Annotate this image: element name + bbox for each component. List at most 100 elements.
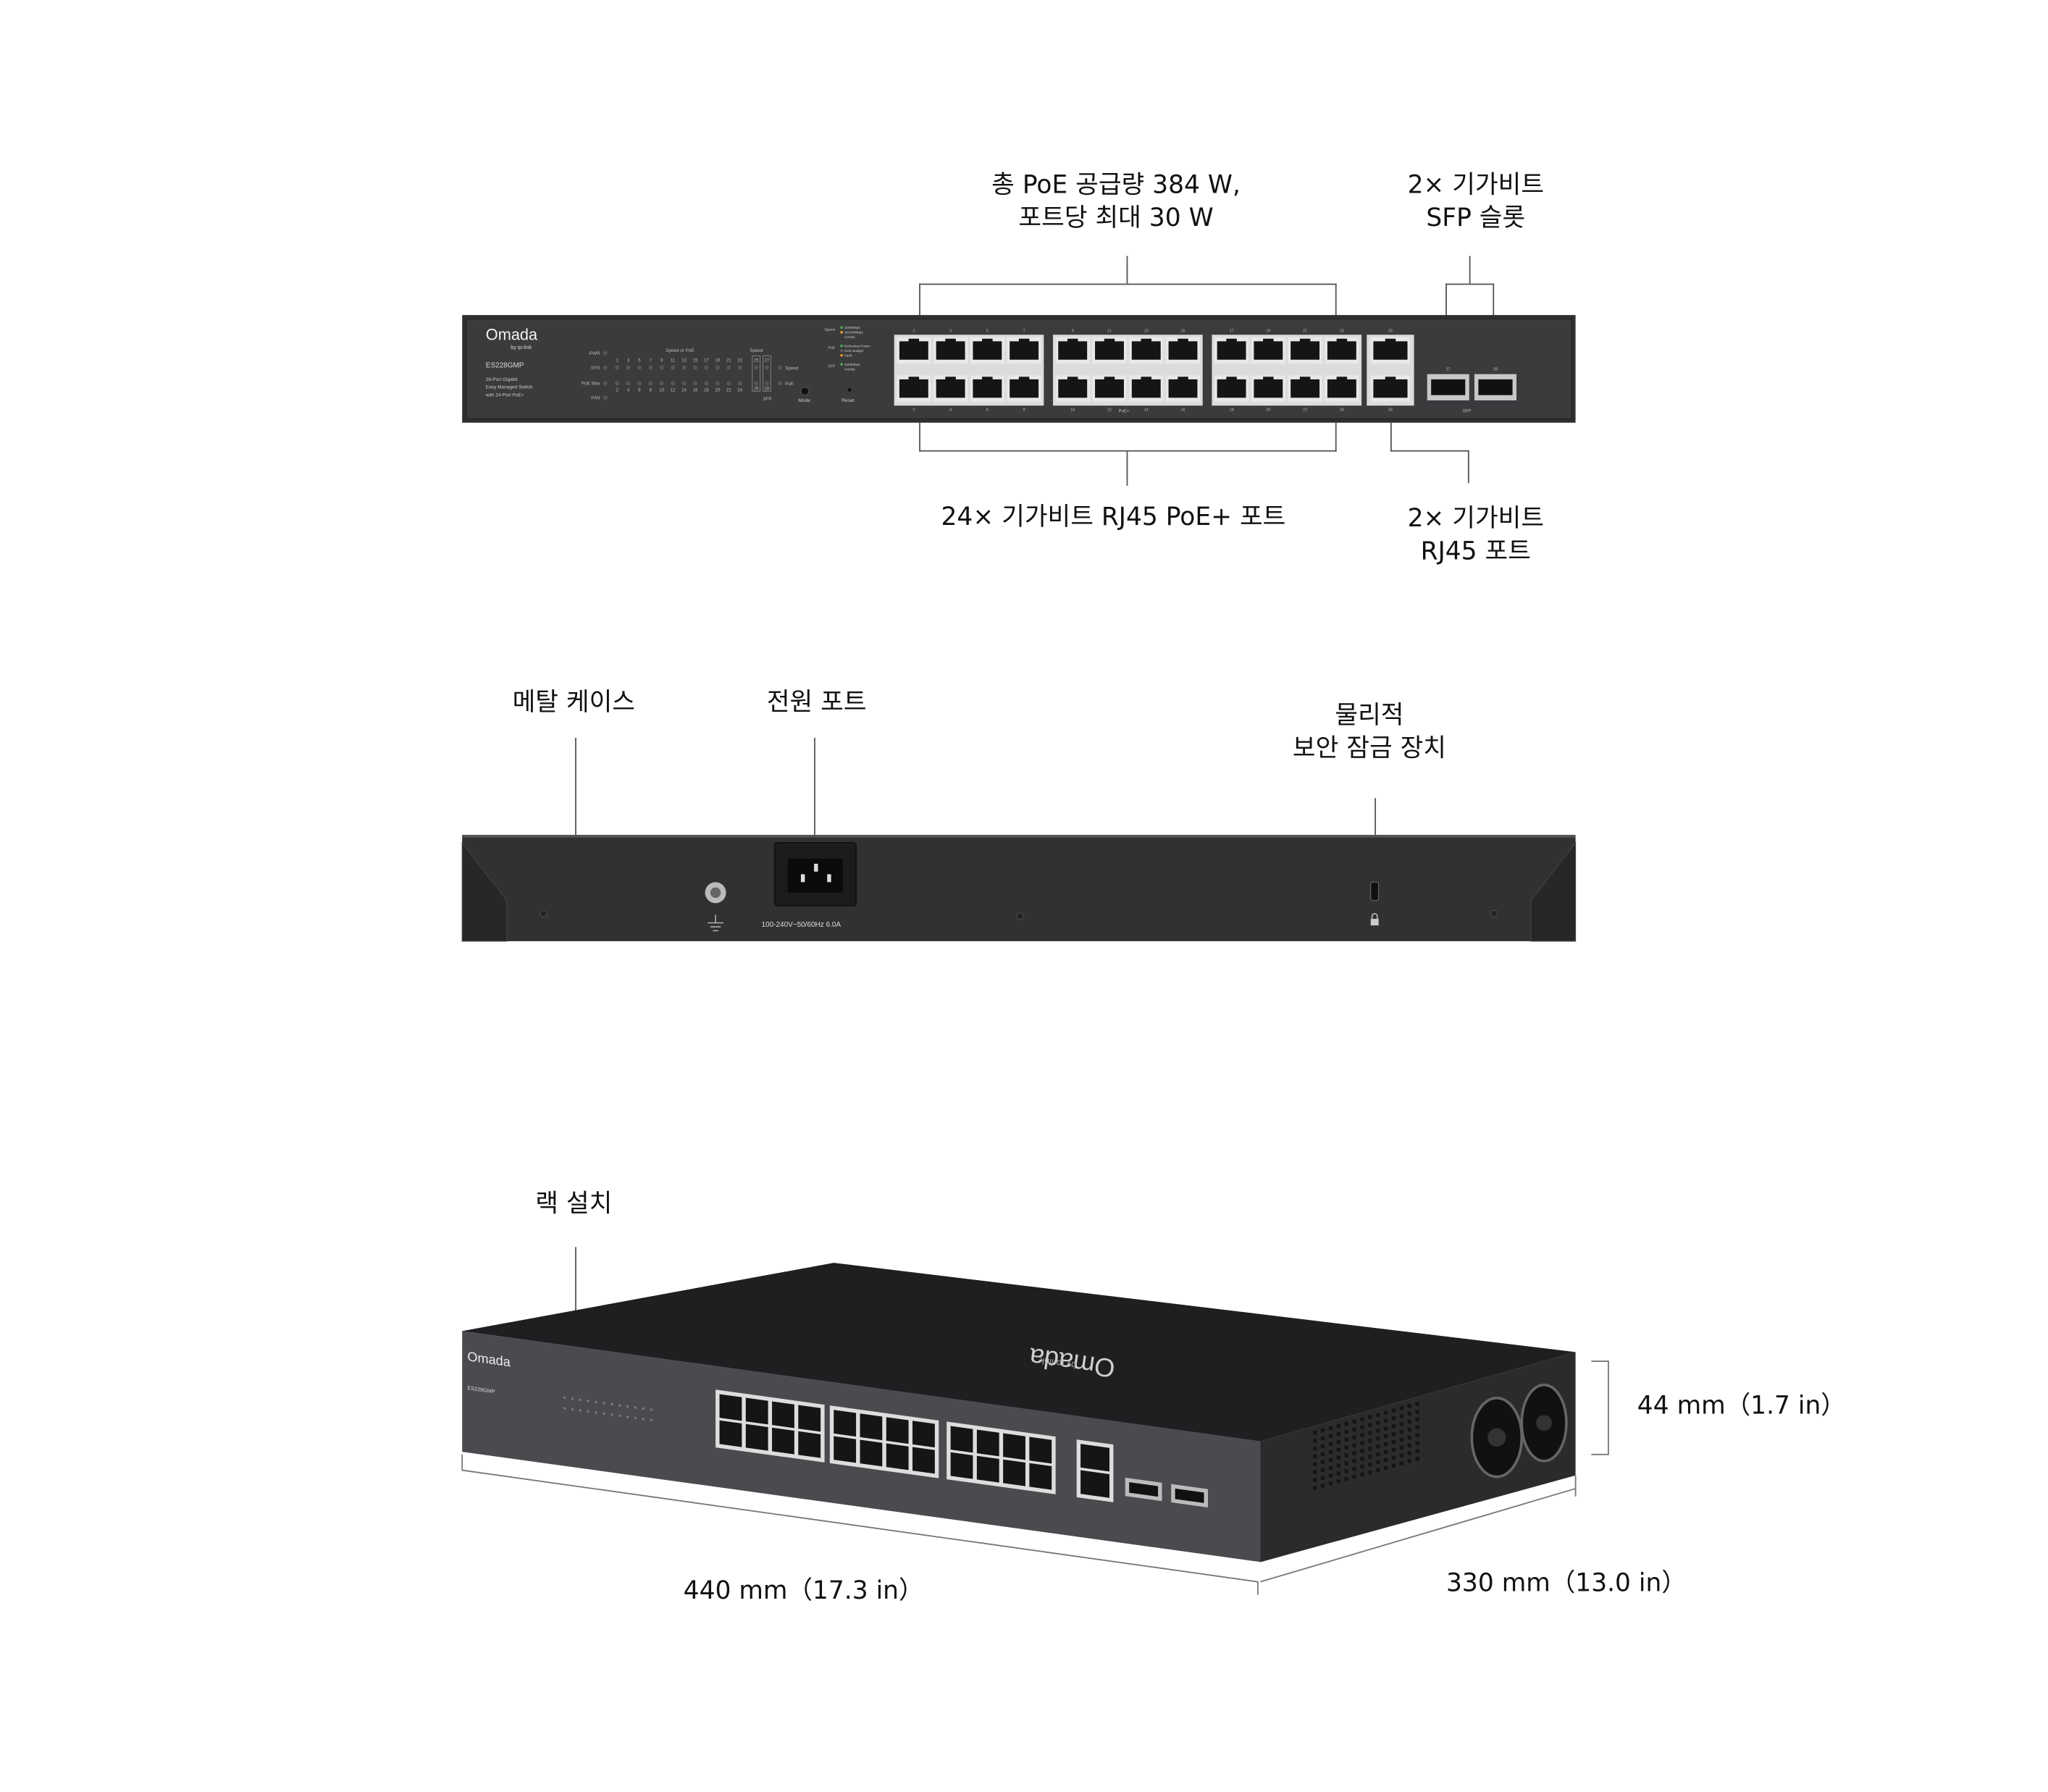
rack-mount-callout: 랙 설치	[535, 1189, 613, 1219]
callout-line	[575, 737, 576, 836]
legend-led	[840, 363, 843, 366]
rj45-port-3d	[798, 1431, 821, 1458]
led-number: 21	[726, 358, 731, 363]
power-port-callout: 전원 포트	[766, 688, 867, 717]
front-face-3d: Omada ES228GMP	[462, 1331, 1261, 1562]
vent-hole	[1391, 1455, 1396, 1460]
rj45-port-3d	[976, 1455, 999, 1483]
vent-hole	[1383, 1442, 1388, 1447]
port-led-3d	[618, 1414, 621, 1418]
port-led-3d	[634, 1416, 637, 1420]
vent-hole	[1391, 1424, 1396, 1429]
led-number: 25	[754, 358, 759, 363]
vent-hole	[1352, 1467, 1356, 1471]
rj45-port-latch	[1226, 377, 1237, 381]
sfp-slot-opening	[1431, 379, 1466, 395]
rj45-ports-callout: 2× 기가비트 RJ45 포트	[1408, 502, 1544, 568]
vent-hole	[1376, 1421, 1380, 1425]
vent-hole	[1352, 1459, 1356, 1463]
rj45-port-latch	[1178, 377, 1188, 381]
vent-hole	[1368, 1447, 1372, 1451]
vent-hole	[1407, 1435, 1411, 1440]
led-number: 9	[660, 358, 663, 363]
brand-sub: by tp-link	[511, 344, 532, 350]
rj45-port-socket	[1168, 379, 1198, 398]
vent-hole	[1399, 1437, 1404, 1442]
security-lock-slot[interactable]	[1370, 881, 1380, 901]
port-led-3d	[563, 1407, 566, 1410]
vent-hole	[1328, 1473, 1333, 1478]
port-number: 6	[986, 408, 989, 412]
port-led	[754, 381, 759, 386]
reset-button[interactable]	[847, 387, 852, 392]
legend-item: Over Budget	[844, 349, 864, 353]
port-led-3d	[650, 1418, 653, 1422]
description-line: 28-Port Gigabit	[486, 377, 518, 382]
screw-icon	[1490, 909, 1498, 917]
rj45-port-3d	[772, 1401, 794, 1429]
vent-hole	[1376, 1468, 1380, 1473]
mode-button[interactable]	[800, 387, 810, 396]
rj45-port-socket	[1131, 379, 1161, 398]
vent-hole	[1368, 1462, 1372, 1467]
poe-mode-led	[777, 381, 783, 386]
rj45-port-socket	[1168, 341, 1198, 360]
port-number: 3	[949, 329, 952, 334]
height-dimension: 44 mm（1.7 in）	[1637, 1391, 1846, 1421]
vent-hole	[1352, 1427, 1356, 1432]
vent-hole	[1336, 1455, 1341, 1460]
vent-hole	[1376, 1436, 1380, 1441]
mode-poe-label: PoE	[785, 382, 794, 387]
vent-hole	[1391, 1447, 1396, 1452]
vent-hole	[1376, 1452, 1380, 1457]
led-number: 18	[704, 388, 709, 392]
rj45-port-latch	[1385, 377, 1396, 381]
vent-hole	[1344, 1429, 1348, 1434]
vent-hole	[1415, 1409, 1419, 1414]
rj45-port-socket	[1327, 379, 1356, 398]
rj45-port-3d	[745, 1397, 768, 1425]
legend-led	[840, 353, 843, 357]
vent-hole	[1320, 1460, 1325, 1465]
led-number: 11	[671, 358, 676, 363]
rj45-port-socket	[1095, 341, 1124, 360]
rj45-port-socket	[899, 379, 928, 398]
sfp-slot-3d-opening	[1175, 1488, 1204, 1503]
vent-hole	[1399, 1445, 1404, 1450]
sfp-port-label: SFP	[1463, 409, 1472, 413]
legend-item: Activity	[844, 335, 856, 339]
led-number: 5	[638, 358, 641, 363]
vent-hole	[1383, 1410, 1388, 1415]
rj45-port-socket	[1254, 379, 1283, 398]
poe-budget-line1: 총 PoE 공급량 384 W,	[991, 170, 1241, 200]
led-label: PoE Max	[582, 382, 601, 387]
security-lock-callout: 물리적 보안 잠금 장치	[1293, 699, 1446, 765]
rj45-port-latch	[1299, 377, 1311, 381]
vent-hole	[1328, 1426, 1333, 1431]
callout-line	[1390, 422, 1392, 452]
led-number: 15	[693, 358, 698, 363]
power-rating: 100-240V~50/60Hz 6.0A	[762, 921, 842, 929]
vent-hole	[1360, 1457, 1364, 1461]
vent-hole	[1407, 1451, 1411, 1455]
port-led-3d	[571, 1397, 574, 1400]
port-led	[726, 365, 731, 370]
fan-icon	[1470, 1397, 1524, 1478]
sfp-label: SFP	[763, 397, 771, 402]
vent-hole	[1368, 1423, 1372, 1427]
vent-hole	[1407, 1443, 1411, 1448]
vent-hole	[1320, 1429, 1325, 1433]
vent-hole	[1376, 1429, 1380, 1433]
led-number: 26	[754, 387, 759, 391]
led-number: 17	[704, 358, 709, 363]
port-led	[692, 365, 698, 370]
port-led-3d	[610, 1402, 613, 1406]
rj45-port-latch	[1263, 338, 1274, 343]
power-inlet[interactable]	[773, 842, 857, 906]
rj45-port-3d	[912, 1421, 935, 1448]
rj45-line1: 2× 기가비트	[1407, 504, 1545, 534]
legend-item: Fault	[844, 354, 852, 358]
rear-body	[462, 835, 1576, 941]
rj45-port-latch	[908, 338, 920, 343]
